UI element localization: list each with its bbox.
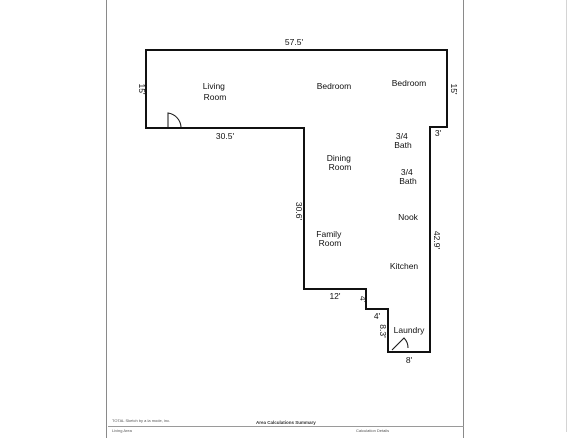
room-kitchen: Kitchen [390,261,419,271]
floor-plan-outline [145,49,448,353]
dim-family-left: 30.6' [294,202,304,221]
dim-left: 15' [137,83,147,94]
dim-step-small-2: 4' [374,311,381,321]
room-bath-2: 3/4 Bath [399,167,417,186]
dim-laundry-left: 8.3' [378,324,388,338]
page-frame [106,0,464,438]
dim-step-bottom: 12' [329,291,340,301]
footer-summary-title: Area Calculations Summary [256,420,316,425]
room-bedroom-1: Bedroom [317,81,352,91]
footer-credit: TOTAL Sketch by a la mode, inc. [112,418,171,423]
dim-step-small-1: 4' [358,296,368,303]
room-living-room: Living Room [203,81,228,102]
footer-left-header: Living Area [112,428,132,433]
room-nook: Nook [398,212,419,222]
dim-east-side: 42.9' [432,231,442,250]
footer-right-header: Calculation Details [356,428,390,433]
dim-right: 15' [449,83,459,94]
room-bath-1: 3/4 Bath [394,131,412,150]
room-laundry: Laundry [394,325,425,335]
footer-divider [108,426,464,427]
room-dining-room: Dining Room [327,153,353,172]
living-door-arc-icon [167,112,182,128]
page-edge-line [566,0,567,432]
dim-notch-top: 3' [435,128,442,138]
laundry-door-arc-icon [391,337,409,351]
room-bedroom-2: Bedroom [392,78,427,88]
dim-top: 57.5' [285,37,304,47]
room-family-room: Family Room [316,229,343,248]
dim-bottom: 8' [406,355,413,365]
dim-living-bottom: 30.5' [216,131,235,141]
